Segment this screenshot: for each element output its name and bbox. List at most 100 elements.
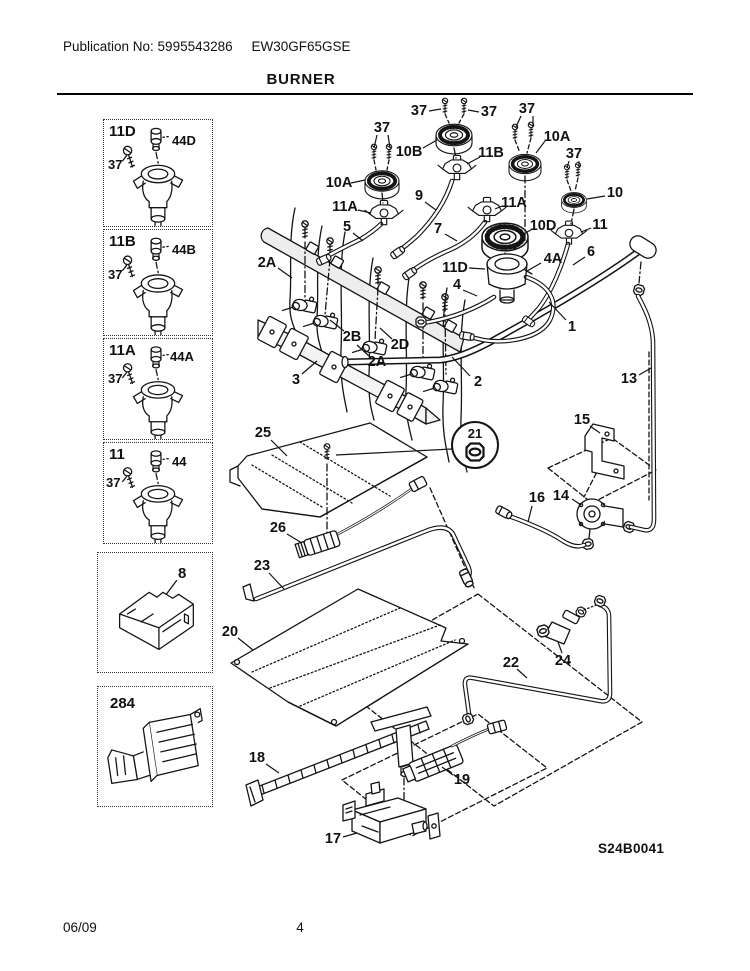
callout-label: 22: [502, 654, 520, 671]
screw-icon: [122, 467, 136, 488]
wire-harness-26: [294, 475, 428, 559]
callout-label: 3: [291, 371, 301, 388]
box-part-id: 284: [110, 695, 136, 712]
callout-label: 1: [567, 318, 577, 335]
callout-label: 9: [414, 187, 424, 204]
callout-label: 11B: [478, 144, 504, 161]
callout-label: 5: [342, 218, 352, 235]
heat-shield-20: [230, 588, 469, 727]
callout-label: 37: [410, 102, 428, 119]
callout-label: 10A: [325, 174, 353, 191]
callout-label: 10D: [529, 217, 557, 234]
valve-detail-icon: [122, 450, 184, 543]
valve-body-icon: [132, 381, 184, 439]
main-supply-tube: [341, 235, 657, 369]
callout-label: 11: [592, 216, 608, 233]
callout-label: 26: [269, 519, 287, 536]
box-part-id: 8: [178, 565, 187, 582]
valve-detail-icon: [122, 346, 184, 439]
callout-label: 19: [453, 771, 471, 788]
callout-label: 25: [254, 424, 272, 441]
callout-label: 23: [253, 557, 271, 574]
callout-label: 17: [324, 830, 342, 847]
elbow-fitting-24: [535, 604, 597, 645]
callout-label: 14: [552, 487, 570, 504]
callout-label: 2: [473, 373, 483, 390]
cap-icon: [150, 346, 162, 369]
head-screws: [370, 97, 582, 192]
sidebar-box-11: 11 37 44: [103, 442, 213, 544]
callout-label: 37: [373, 119, 391, 136]
box-screw-label: 37: [106, 475, 121, 490]
box-cap-label: 44B: [172, 242, 196, 257]
box-cap-label: 44: [172, 454, 187, 469]
box-part-id: 11A: [109, 342, 136, 359]
callout-label: 37: [518, 100, 536, 117]
callout-label: 13: [620, 370, 638, 387]
callout-label: 2A: [257, 254, 277, 271]
box-part-id: 11B: [109, 233, 136, 250]
box-cap-label: 44D: [172, 133, 196, 148]
box-screw-label: 37: [108, 267, 123, 282]
header-divider: [57, 93, 693, 95]
callout-label: 2D: [390, 336, 410, 353]
valve-body-icon: [132, 164, 184, 226]
screw-icon: [122, 255, 136, 278]
sidebar-box-11B: 11B 37 44B: [103, 229, 213, 336]
cap-icon: [150, 237, 162, 261]
publication-number: Publication No: 5995543286: [63, 39, 233, 54]
callout-label: 16: [528, 489, 546, 506]
balloon-label: 21: [468, 426, 482, 441]
valve-detail-icon: [122, 237, 184, 335]
callout-label: 37: [480, 103, 498, 120]
callout-label: 11D: [442, 259, 468, 276]
oven-valve-17: [342, 781, 441, 844]
callout-label: 10A: [543, 128, 571, 145]
callout-label: 4A: [543, 250, 563, 267]
model-number: EW30GF65GSE: [251, 39, 351, 54]
box-cap-label: 44A: [170, 349, 194, 364]
callout-label: 10: [606, 184, 624, 201]
callout-label: 18: [248, 749, 266, 766]
valve-detail-icon: [122, 127, 184, 226]
oven-igniter-19: [402, 719, 508, 783]
wok-burner-valve-11d: [486, 253, 533, 304]
oven-tube-23: [242, 528, 475, 602]
sidebar-box-284: 284: [97, 686, 213, 807]
valve-mounting-screws: [301, 220, 449, 375]
cap-icon: [150, 127, 162, 152]
callout-label: 11A: [332, 198, 358, 215]
callout-label: 37: [565, 145, 583, 162]
callout-label: 10B: [395, 143, 423, 160]
callout-label: 15: [573, 411, 591, 428]
footer-date: 06/09: [63, 920, 97, 935]
valve-body-icon: [132, 274, 184, 335]
burner-support-bracket: [257, 315, 441, 425]
screw-icon: [122, 363, 136, 384]
manifold-rail: [260, 227, 465, 353]
box-screw-label: 37: [108, 371, 123, 386]
callout-label: 2B: [342, 328, 362, 345]
footer-page-number: 4: [296, 920, 304, 935]
detail-balloon-21: 21: [451, 421, 499, 469]
callout-label: 6: [586, 243, 596, 260]
callout-label: 7: [433, 220, 443, 237]
bracket-detail-icon: [118, 579, 194, 651]
callout-label: 11A: [501, 194, 527, 211]
page-title: BURNER: [266, 71, 336, 88]
cap-icon: [150, 450, 162, 473]
callout-label: 2A: [367, 353, 387, 370]
pressure-regulator-14: [576, 423, 637, 551]
screw-icon: [122, 145, 136, 168]
callout-label: 24: [554, 652, 572, 669]
box-part-id: 11: [109, 446, 125, 463]
box-part-id: 11D: [109, 123, 136, 140]
callout-label: 20: [221, 623, 239, 640]
sidebar-box-11A: 11A 37 44A: [103, 338, 213, 440]
spark-module-icon: [107, 707, 203, 785]
valve-body-icon: [132, 485, 184, 543]
